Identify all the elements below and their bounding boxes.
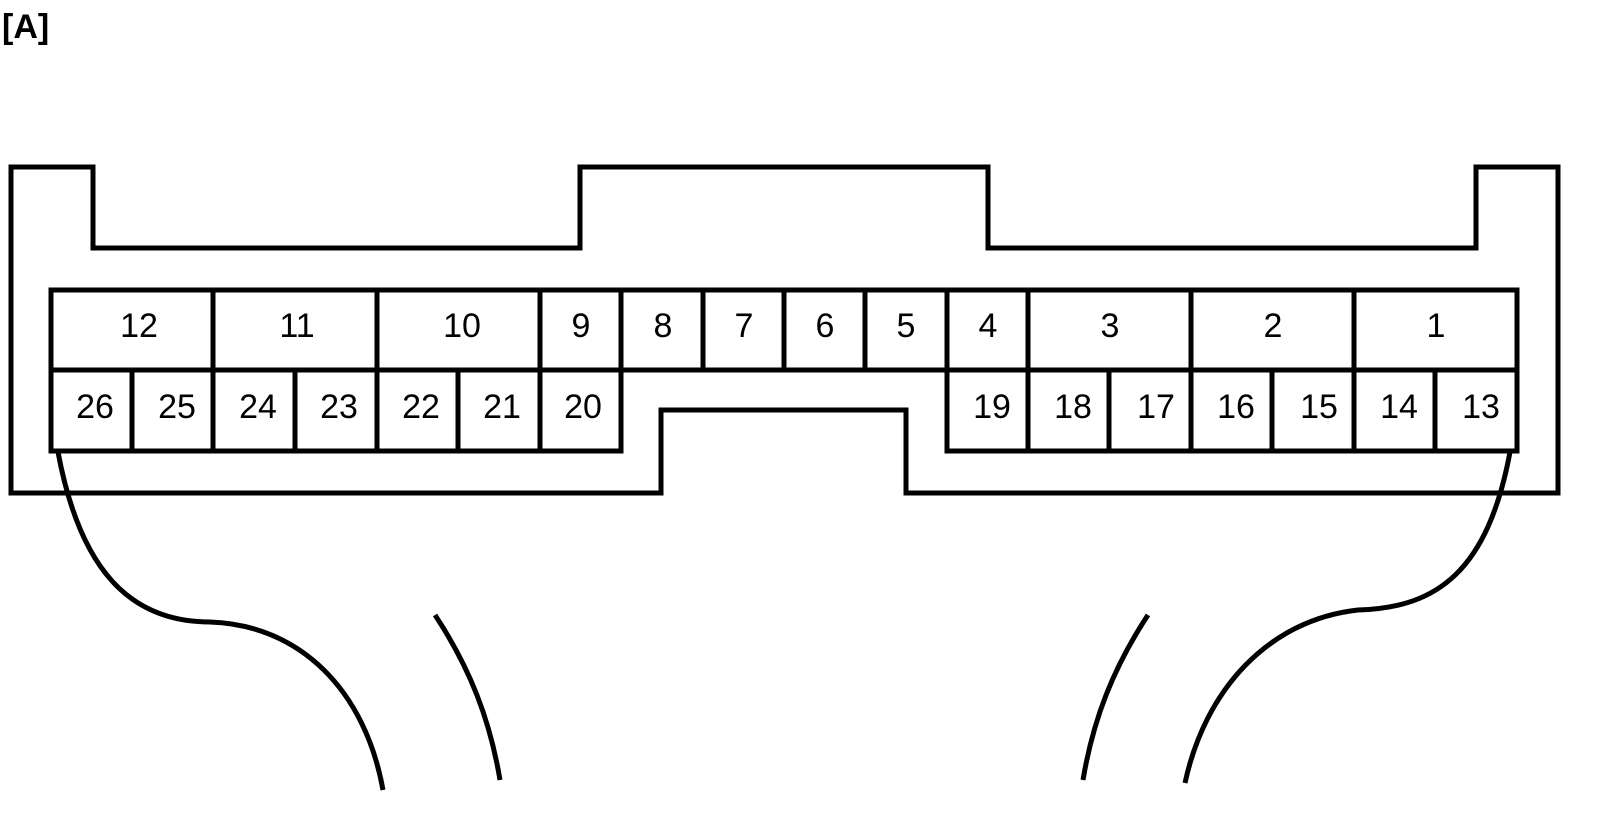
pin-3: 3: [1101, 307, 1120, 345]
pin-24: 24: [239, 388, 277, 426]
pin-23: 23: [320, 388, 358, 426]
diagram-label: [A]: [2, 8, 50, 46]
pin-2: 2: [1264, 307, 1283, 345]
pin-9: 9: [572, 307, 591, 345]
pin-15: 15: [1300, 388, 1338, 426]
pin-12: 12: [120, 307, 158, 345]
pin-20: 20: [564, 388, 602, 426]
pin-4: 4: [979, 307, 998, 345]
pin-14: 14: [1380, 388, 1418, 426]
pin-10: 10: [443, 307, 481, 345]
top-row-dividers: [210, 290, 1357, 451]
bottom-row-dividers: [129, 370, 1438, 451]
pin-19: 19: [973, 388, 1011, 426]
pin-7: 7: [735, 307, 754, 345]
wire-left-inner: [432, 613, 503, 781]
pin-25: 25: [158, 388, 196, 426]
wire-left-outer: [55, 451, 386, 791]
pin-26: 26: [76, 388, 114, 426]
pin-1: 1: [1427, 307, 1446, 345]
wire-right-outer: [1182, 451, 1513, 784]
connector-housing-outline: [8, 164, 1561, 496]
wire-right-inner: [1080, 613, 1151, 781]
pin-13: 13: [1462, 388, 1500, 426]
pin-22: 22: [402, 388, 440, 426]
pin-8: 8: [654, 307, 673, 345]
pin-18: 18: [1054, 388, 1092, 426]
pin-17: 17: [1137, 388, 1175, 426]
wire-harness: [55, 451, 1513, 791]
pin-21: 21: [483, 388, 521, 426]
pin-16: 16: [1217, 388, 1255, 426]
pin-6: 6: [816, 307, 835, 345]
pin-5: 5: [897, 307, 916, 345]
pin-11: 11: [279, 307, 314, 345]
